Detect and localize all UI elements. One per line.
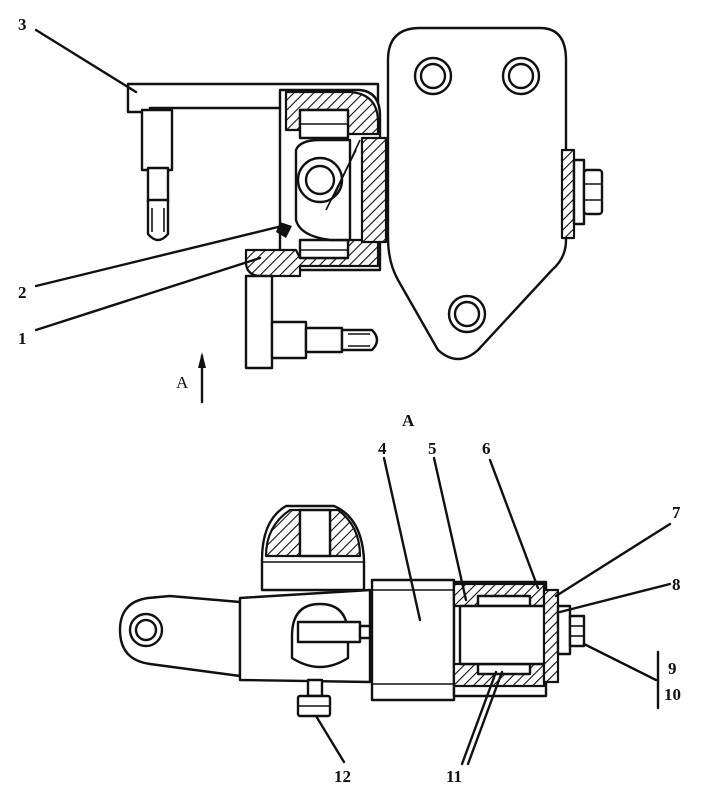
label-6: 6 bbox=[482, 439, 491, 458]
label-7: 7 bbox=[672, 503, 681, 522]
top-view: 3 2 1 A bbox=[18, 15, 604, 404]
pin-assembly bbox=[370, 578, 586, 702]
clamp-housing bbox=[238, 504, 372, 718]
lower-arm bbox=[244, 274, 379, 370]
label-4: 4 bbox=[378, 439, 387, 458]
view-arrow-label: A bbox=[176, 373, 189, 392]
mounting-plate bbox=[386, 26, 604, 361]
lever-arm bbox=[118, 594, 242, 678]
label-12: 12 bbox=[334, 767, 351, 786]
label-3: 3 bbox=[18, 15, 27, 34]
housing-section bbox=[244, 88, 388, 278]
view-title: A bbox=[402, 411, 415, 430]
label-1: 1 bbox=[18, 329, 27, 348]
label-11: 11 bbox=[446, 767, 462, 786]
bottom-leaders bbox=[314, 456, 672, 766]
label-5: 5 bbox=[428, 439, 437, 458]
label-2: 2 bbox=[18, 283, 27, 302]
top-leaders bbox=[34, 28, 284, 404]
label-9: 9 bbox=[668, 659, 677, 678]
label-10: 10 bbox=[664, 685, 681, 704]
label-8: 8 bbox=[672, 575, 681, 594]
bottom-view: A bbox=[118, 411, 681, 786]
